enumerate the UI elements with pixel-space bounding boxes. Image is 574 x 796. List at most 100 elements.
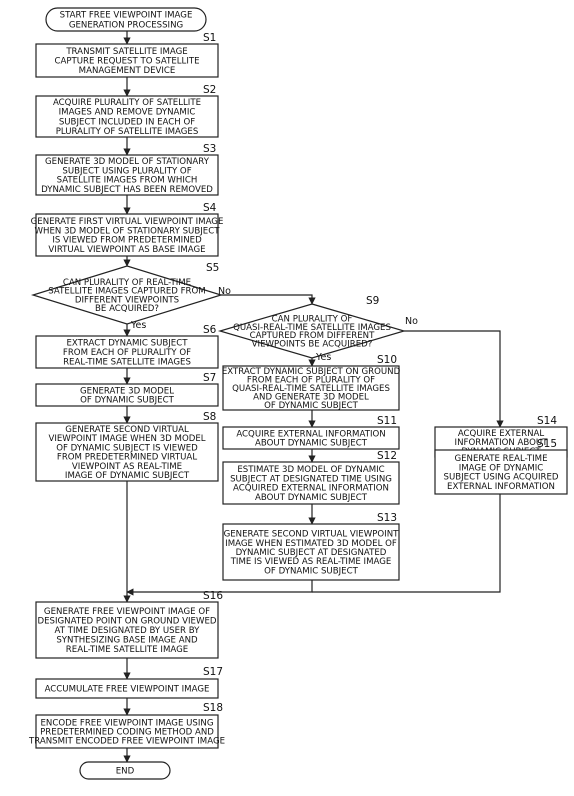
decision-s9-text-line: QUASI-REAL-TIME SATELLITE IMAGES	[233, 323, 391, 333]
step-label-s6: S6	[203, 324, 217, 336]
step-s10-text-line: OF DYNAMIC SUBJECT	[264, 401, 358, 411]
decision-s5-no-label: No	[218, 286, 231, 297]
process-box	[222, 523, 400, 581]
step-s10-text-line: EXTRACT DYNAMIC SUBJECT ON GROUND	[222, 367, 401, 377]
step-s7-text-line: GENERATE 3D MODEL	[80, 386, 174, 396]
step-s18-text-line: ENCODE FREE VIEWPOINT IMAGE USING	[40, 719, 213, 729]
step-label-s15: S15	[537, 438, 557, 450]
step-label-s13: S13	[377, 512, 397, 524]
step-s4-text-line: VIRTUAL VIEWPOINT AS BASE IMAGE	[48, 245, 205, 255]
step-s12-text-line: ESTIMATE 3D MODEL OF DYNAMIC	[237, 465, 384, 475]
step-s1-text-line: CAPTURE REQUEST TO SATELLITE	[54, 57, 199, 67]
process-box	[434, 449, 568, 495]
step-s10-text-line: AND GENERATE 3D MODEL	[253, 392, 369, 402]
decision-diamond	[217, 303, 407, 359]
decision-s9-text-line: VIEWPOINTS BE ACQUIRED?	[252, 340, 373, 350]
step-s13-text-line: TIME IS VIEWED AS REAL-TIME IMAGE	[230, 557, 392, 567]
step-s6-text-line: REAL-TIME SATELLITE IMAGES	[63, 357, 191, 367]
step-s8-text-line: VIEWPOINT AS REAL-TIME	[72, 462, 182, 472]
decision-s9-text-line: CAN PLURALITY OF	[272, 314, 353, 324]
step-s2-text-line: ACQUIRE PLURALITY OF SATELLITE	[53, 98, 201, 108]
step-s18-text-line: PREDETERMINED CODING METHOD AND	[40, 728, 214, 738]
end-terminal-text-line: END	[116, 767, 135, 777]
step-s7-text-line: OF DYNAMIC SUBJECT	[80, 396, 174, 406]
process-box	[222, 365, 400, 411]
step-s18-text-line: TRANSMIT ENCODED FREE VIEWPOINT IMAGE	[28, 737, 225, 747]
decision-s5-text-line: DIFFERENT VIEWPOINTS	[75, 295, 179, 305]
process-box	[35, 601, 219, 659]
step-s4-text-line: IS VIEWED FROM PREDETERMINED	[52, 236, 202, 246]
step-s12-text-line: ACQUIRED EXTERNAL INFORMATION	[233, 484, 389, 494]
step-label-s5: S5	[206, 262, 219, 274]
step-s8-text-line: FROM PREDETERMINED VIRTUAL	[57, 453, 197, 463]
decision-s5-yes-label: Yes	[130, 320, 146, 331]
step-s2-text-line: PLURALITY OF SATELLITE IMAGES	[56, 127, 199, 137]
step-s3-text-line: SUBJECT USING PLURALITY OF	[62, 166, 191, 176]
connector-line	[312, 494, 501, 593]
step-label-s8: S8	[203, 411, 216, 423]
step-s15-text-line: IMAGE OF DYNAMIC	[459, 463, 544, 473]
decision-s9-text-line: CAPTURED FROM DIFFERENT	[250, 331, 375, 341]
step-label-s1: S1	[203, 32, 216, 44]
step-s17-text-line: ACCUMULATE FREE VIEWPOINT IMAGE	[45, 685, 210, 695]
decision-s5-text-line: BE ACQUIRED?	[95, 304, 159, 314]
start-terminal-capsule	[45, 7, 207, 32]
step-s13-text-line: IMAGE WHEN ESTIMATED 3D MODEL OF	[225, 539, 397, 549]
step-s8-text-line: OF DYNAMIC SUBJECT IS VIEWED	[56, 443, 198, 453]
step-s16-text-line: REAL-TIME SATELLITE IMAGE	[66, 645, 188, 655]
step-s3-text-line: DYNAMIC SUBJECT HAS BEEN REMOVED	[41, 185, 213, 195]
step-s2-text-line: SUBJECT INCLUDED IN EACH OF	[59, 117, 195, 127]
step-s12-text-line: SUBJECT AT DESIGNATED TIME USING	[230, 474, 392, 484]
step-s4-text-line: WHEN 3D MODEL OF STATIONARY SUBJECT	[35, 226, 221, 236]
step-s6-text-line: EXTRACT DYNAMIC SUBJECT	[67, 339, 189, 349]
step-s13-text-line: GENERATE SECOND VIRTUAL VIEWPOINT	[224, 530, 400, 540]
connector-lines	[123, 31, 504, 763]
process-box	[35, 422, 219, 482]
step-label-s16: S16	[203, 590, 223, 602]
step-label-s4: S4	[203, 202, 217, 214]
step-s1-text-line: TRANSMIT SATELLITE IMAGE	[65, 47, 187, 57]
step-s8-text-line: VIEWPOINT IMAGE WHEN 3D MODEL	[48, 434, 205, 444]
step-label-s11: S11	[377, 415, 397, 427]
decision-s5-text-line: CAN PLURALITY OF REAL-TIME	[63, 278, 191, 288]
start-terminal-text-line: START FREE VIEWPOINT IMAGE	[60, 11, 193, 21]
step-s16-text-line: SYNTHESIZING BASE IMAGE AND	[56, 635, 198, 645]
step-s3-text-line: GENERATE 3D MODEL OF STATIONARY	[45, 157, 210, 167]
step-s13-text-line: DYNAMIC SUBJECT AT DESIGNATED	[236, 548, 387, 558]
step-s4: GENERATE FIRST VIRTUAL VIEWPOINT IMAGEWH…	[31, 213, 223, 257]
step-s3-text-line: SATELLITE IMAGES FROM WHICH	[57, 176, 198, 186]
decision-s5-text-line: SATELLITE IMAGES CAPTURED FROM	[48, 287, 205, 297]
step-s8-text-line: IMAGE OF DYNAMIC SUBJECT	[65, 471, 190, 481]
step-label-s10: S10	[377, 354, 397, 366]
step-s6-text-line: FROM EACH OF PLURALITY OF	[63, 348, 191, 358]
process-box	[35, 43, 219, 78]
step-label-s18: S18	[203, 702, 223, 714]
step-label-s12: S12	[377, 450, 397, 462]
step-s11-text-line: ABOUT DYNAMIC SUBJECT	[255, 439, 368, 449]
step-s16: GENERATE FREE VIEWPOINT IMAGE OFDESIGNAT…	[35, 601, 219, 659]
step-s15-text-line: SUBJECT USING ACQUIRED	[443, 473, 558, 483]
process-box	[222, 426, 400, 450]
decision-diamond	[30, 265, 224, 325]
step-s17: ACCUMULATE FREE VIEWPOINT IMAGE	[35, 678, 219, 699]
end-terminal: END	[79, 761, 171, 780]
step-s14-text-line: INFORMATION ABOUT	[455, 438, 549, 448]
end-terminal-capsule	[79, 761, 171, 780]
step-s15-text-line: EXTERNAL INFORMATION	[447, 482, 555, 492]
step-s2-text-line: IMAGES AND REMOVE DYNAMIC	[59, 108, 196, 118]
decision-s9-no-label: No	[405, 316, 418, 327]
step-s8-text-line: GENERATE SECOND VIRTUAL	[65, 425, 189, 435]
